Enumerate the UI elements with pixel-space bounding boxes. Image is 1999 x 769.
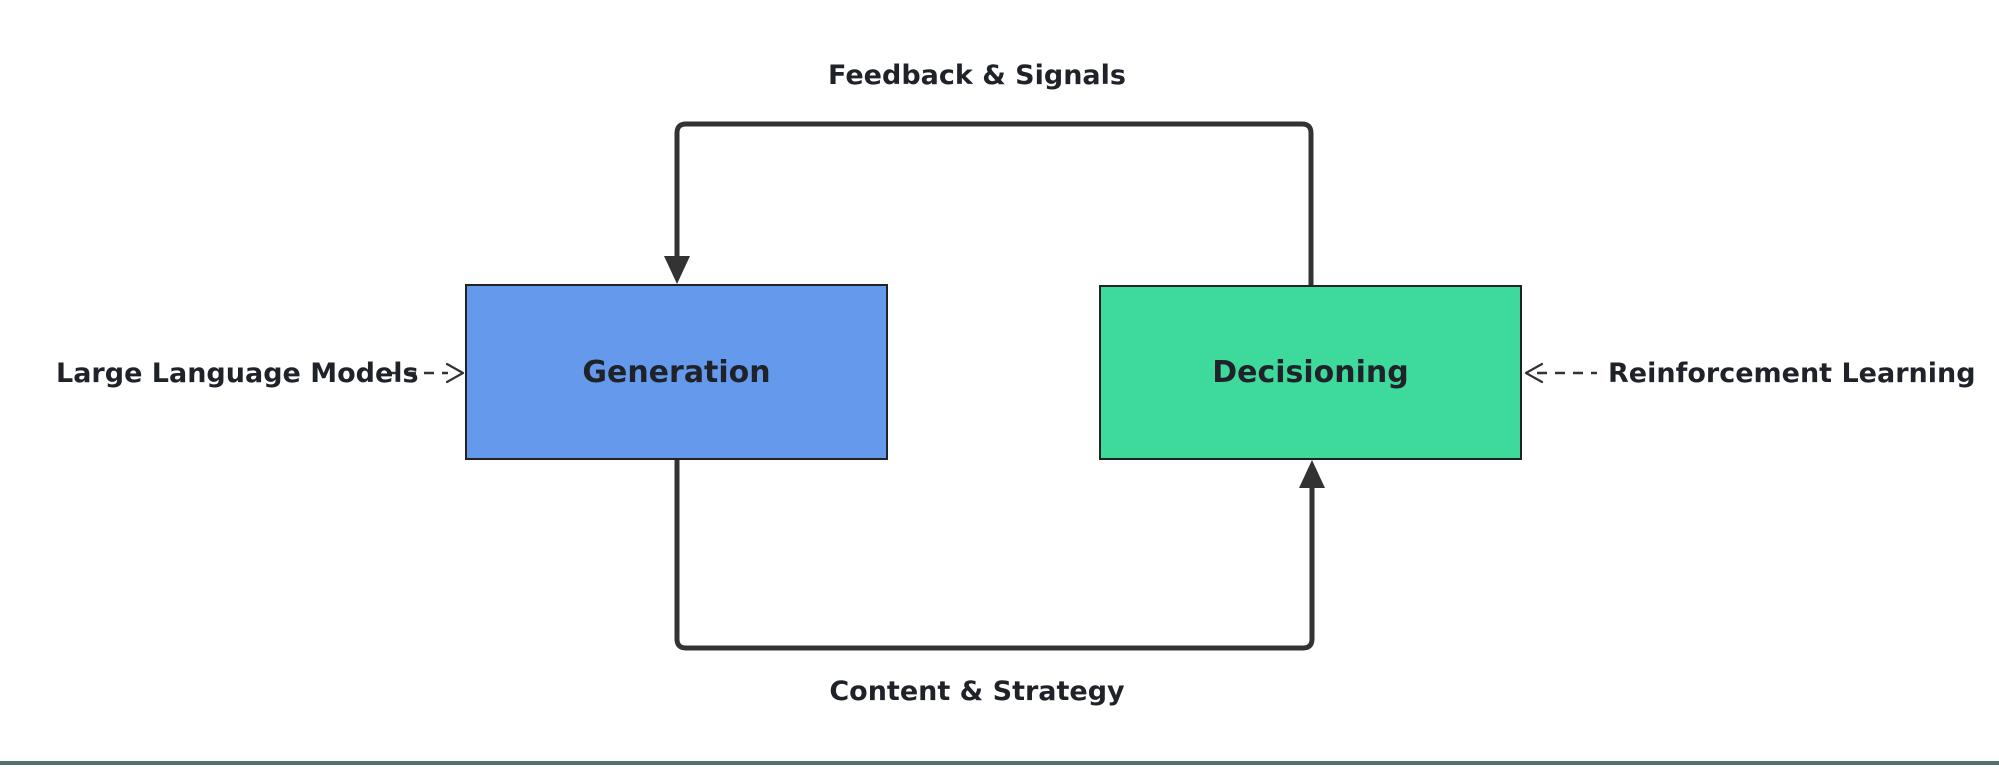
bottom-loop-line — [674, 457, 1315, 651]
up-arrowhead-icon — [1299, 460, 1325, 488]
decisioning-node-label: Decisioning — [1212, 355, 1409, 390]
content-strategy-edge-label: Content & Strategy — [829, 676, 1125, 707]
generation-node: Generation — [465, 284, 888, 460]
decisioning-node: Decisioning — [1099, 285, 1522, 460]
llm-dashed-arrow — [388, 362, 465, 384]
generation-node-label: Generation — [582, 354, 771, 390]
feedback-signals-edge-label: Feedback & Signals — [828, 60, 1126, 91]
footer-divider-bar — [0, 761, 1999, 765]
large-language-models-label: Large Language Models — [56, 358, 419, 389]
top-loop-line — [674, 121, 1314, 288]
rl-dashed-arrow — [1524, 362, 1597, 384]
right-chevron-arrowhead-icon — [445, 362, 465, 384]
reinforcement-learning-label: Reinforcement Learning — [1608, 358, 1976, 389]
down-arrowhead-icon — [664, 256, 690, 284]
left-chevron-arrowhead-icon — [1524, 362, 1544, 384]
top-feedback-loop-connector — [664, 121, 1314, 288]
bottom-content-loop-connector — [674, 457, 1325, 651]
